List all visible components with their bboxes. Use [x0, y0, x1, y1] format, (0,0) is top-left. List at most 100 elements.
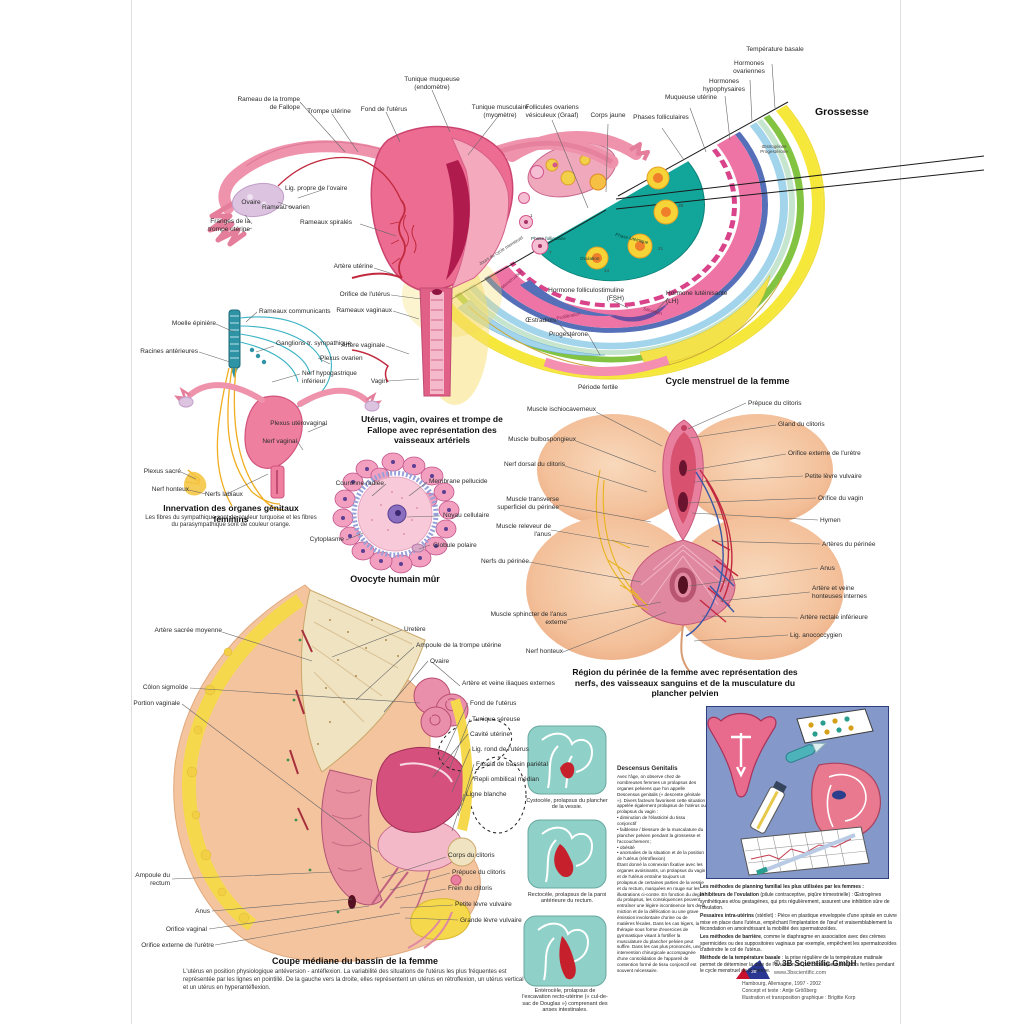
anatomy-label: Plexus utérovaginal: [270, 420, 327, 427]
contraception-item: Les méthodes de barrière, comme le diaph…: [700, 934, 897, 954]
anatomy-label: Plexus ovarien: [320, 355, 363, 362]
cycle-day-label: 7: [549, 250, 552, 255]
anatomy-label: Trompe utérine: [307, 108, 351, 115]
cream-tube-icon: [750, 780, 787, 834]
anatomy-label: Rameau ovarien: [262, 204, 310, 211]
contraception-item-lead: Pessaires intra-utérins: [700, 913, 754, 919]
anatomy-label: Nerf honteux: [151, 486, 189, 493]
anatomy-label: Œstrogènes Progestérone: [760, 144, 788, 155]
anatomy-label: Côlon sigmoïde: [142, 684, 188, 691]
anatomy-label: Nerfs labiaux: [205, 491, 243, 498]
contraception-heading: Les méthodes de planning familial les pl…: [700, 884, 864, 890]
anatomy-label: Couronne radiée: [335, 480, 384, 487]
anatomy-label: Œstradiols: [525, 317, 556, 324]
temperature-chart-icon: [740, 826, 870, 876]
anatomy-label: Plexus sacré: [143, 468, 181, 475]
contraception-item-lead: Les méthodes de barrière: [700, 934, 761, 940]
anatomy-label: Orifice externe de l'urètre: [788, 450, 861, 457]
anatomy-label: Muscle ischiocaverneux: [526, 406, 596, 413]
anatomy-label: Ampoule de la trompe utérine: [416, 642, 502, 649]
anatomy-label: Petite lèvre vulvaire: [805, 473, 862, 480]
anatomy-label: Globule polaire: [433, 542, 477, 549]
anatomy-label: Moelle épinière: [171, 320, 216, 327]
anatomy-label: Anus: [820, 565, 835, 572]
anatomy-label: Orifice externe de l'urètre: [141, 942, 214, 949]
contraception-item: Pessaires intra-utérins (stérilet) : Piè…: [700, 913, 897, 933]
contraception-text-block: Les méthodes de planning familial les pl…: [700, 884, 897, 976]
cycle-day-label: 21: [658, 246, 664, 251]
anatomy-label: Lig. anococcygien: [790, 632, 843, 639]
anatomy-label: Phases folliculaires: [633, 114, 689, 121]
anatomy-label: Ampoule du rectum: [135, 872, 170, 887]
anatomy-label: Fascia de bassin pariétal: [476, 761, 548, 768]
innervation-section-title: Innervation des organes génitaux féminin…: [163, 503, 299, 524]
pill-blister-icon: [796, 708, 874, 744]
anatomy-label: Rameaux communicants: [259, 308, 331, 315]
cycle-caption: Cycle menstruel de la femme: [665, 376, 790, 386]
anatomy-label: Gland du clitoris: [778, 421, 825, 428]
anatomy-label: Ganglions tr. sympathique: [276, 340, 352, 347]
anatomy-label: Repli ombilical médian: [474, 776, 540, 783]
anatomy-label: Orifice vaginal: [165, 926, 207, 933]
descensus-heading: Descensus Genitalis: [617, 765, 678, 772]
descensus-caption: Rectocèle, prolapsus de la paroi antérie…: [527, 892, 607, 905]
publisher-credit-illustration: Illustration et transposition graphique …: [742, 995, 856, 1001]
anatomy-label: Hormone folliculostimuline (FSH): [548, 287, 624, 302]
anatomy-label: Prépuce du clitoris: [748, 400, 802, 407]
anatomy-label: Prépuce du clitoris: [452, 869, 506, 876]
anatomy-label: Lig. rond de l'utérus: [472, 746, 529, 753]
anatomy-label: Nerf vaginal: [262, 438, 297, 445]
anatomy-label: Fond de l'utérus: [470, 700, 517, 707]
diaphragm-pelvis-icon: [811, 762, 881, 840]
anatomy-label: Artère rectale inférieure: [800, 614, 868, 621]
descensus-caption: Entérocèle, prolapsus de l'excavation re…: [522, 988, 608, 1014]
anatomy-label: Artères du périnée: [822, 541, 876, 548]
contraception-item-text: : la prise régulière de la température m…: [700, 955, 895, 974]
anatomy-label: Frein du clitoris: [448, 885, 493, 892]
anatomy-label: Hormone lutéinisante (LH): [666, 290, 728, 305]
anatomy-label: Petite lèvre vulvaire: [455, 901, 512, 908]
anatomy-label: Lig. propre de l'ovaire: [285, 185, 348, 192]
anatomy-label: Membrane pellucide: [429, 478, 488, 485]
anatomy-label: Muscle sphincter de l'anus externe: [490, 611, 567, 626]
contraception-item-text: , comme le diaphragme en association ave…: [700, 934, 897, 953]
anatomy-label: Température basale: [746, 46, 804, 53]
anatomy-label: Anus: [195, 908, 210, 915]
anatomy-label: Muscle bulbospongieux: [508, 436, 576, 443]
contraception-item-text: (pilule contraceptive, piqûre trimestrie…: [700, 892, 890, 911]
anatomy-label: Muqueuse utérine: [664, 94, 718, 101]
anatomy-label: Orifice du vagin: [818, 495, 864, 502]
anatomy-label: Corps du clitoris: [448, 852, 495, 859]
descensus-caption: Cystocèle, prolapsus du plancher de la v…: [526, 798, 608, 811]
3b-logo-text: 3B: [751, 969, 757, 974]
contraception-item: Inhibiteurs de l'ovulation (pilule contr…: [700, 892, 897, 912]
anatomy-label: Fond de l'utérus: [360, 106, 408, 113]
anatomy-label: Muscle transverse superficiel du périnée: [497, 496, 559, 511]
anatomy-label: Artère utérine: [333, 263, 373, 270]
anatomy-label: Nerfs du périnée: [480, 558, 529, 565]
contraception-item-lead: Inhibiteurs de l'ovulation: [700, 892, 759, 898]
anatomy-label: Rameau de la trompe de Fallope: [237, 96, 300, 111]
anatomy-label: Ovaire: [241, 199, 261, 206]
anatomy-label: Follicules ovariens vésiculeux (Graaf): [525, 104, 579, 119]
cycle-day-label: 1: [530, 213, 533, 218]
anatomy-label: Orifice de l'utérus: [339, 291, 390, 298]
publisher-website: www.3bscientific.com: [774, 970, 827, 976]
anatomy-label: Rameaux spiralés: [300, 219, 353, 226]
anatomy-label: Nerf honteux: [525, 648, 563, 655]
arterial-section-title: Utérus, vagin, ovaires et trompe de Fall…: [361, 414, 503, 446]
descensus-body-text: Avec l'âge, on observe chez de nombreuse…: [617, 774, 706, 973]
anatomy-label: Hormones ovariennes: [733, 60, 765, 75]
pelvis-section-caption: Coupe médiane du bassin de la femme: [271, 956, 439, 966]
anatomy-label: Ovulation: [580, 256, 600, 261]
anatomy-label: Rameaux vaginaux: [336, 307, 392, 314]
anatomy-label: Hormones hypophysaires: [703, 78, 745, 93]
anatomy-label: Noyau cellulaire: [443, 512, 490, 519]
anatomy-label: Nerf dorsal du clitoris: [503, 461, 565, 468]
anatomy-label: Tunique séreuse: [472, 716, 521, 723]
anatomy-label: Ligne blanche: [466, 791, 507, 798]
publisher-credit-concept: Concept et texte : Antje Größberg: [742, 988, 817, 994]
ovocyte-section-title: Ovocyte humain mûr: [350, 574, 440, 584]
contraception-icons: [707, 708, 881, 876]
anatomy-label: Racines antérieures: [140, 348, 198, 355]
